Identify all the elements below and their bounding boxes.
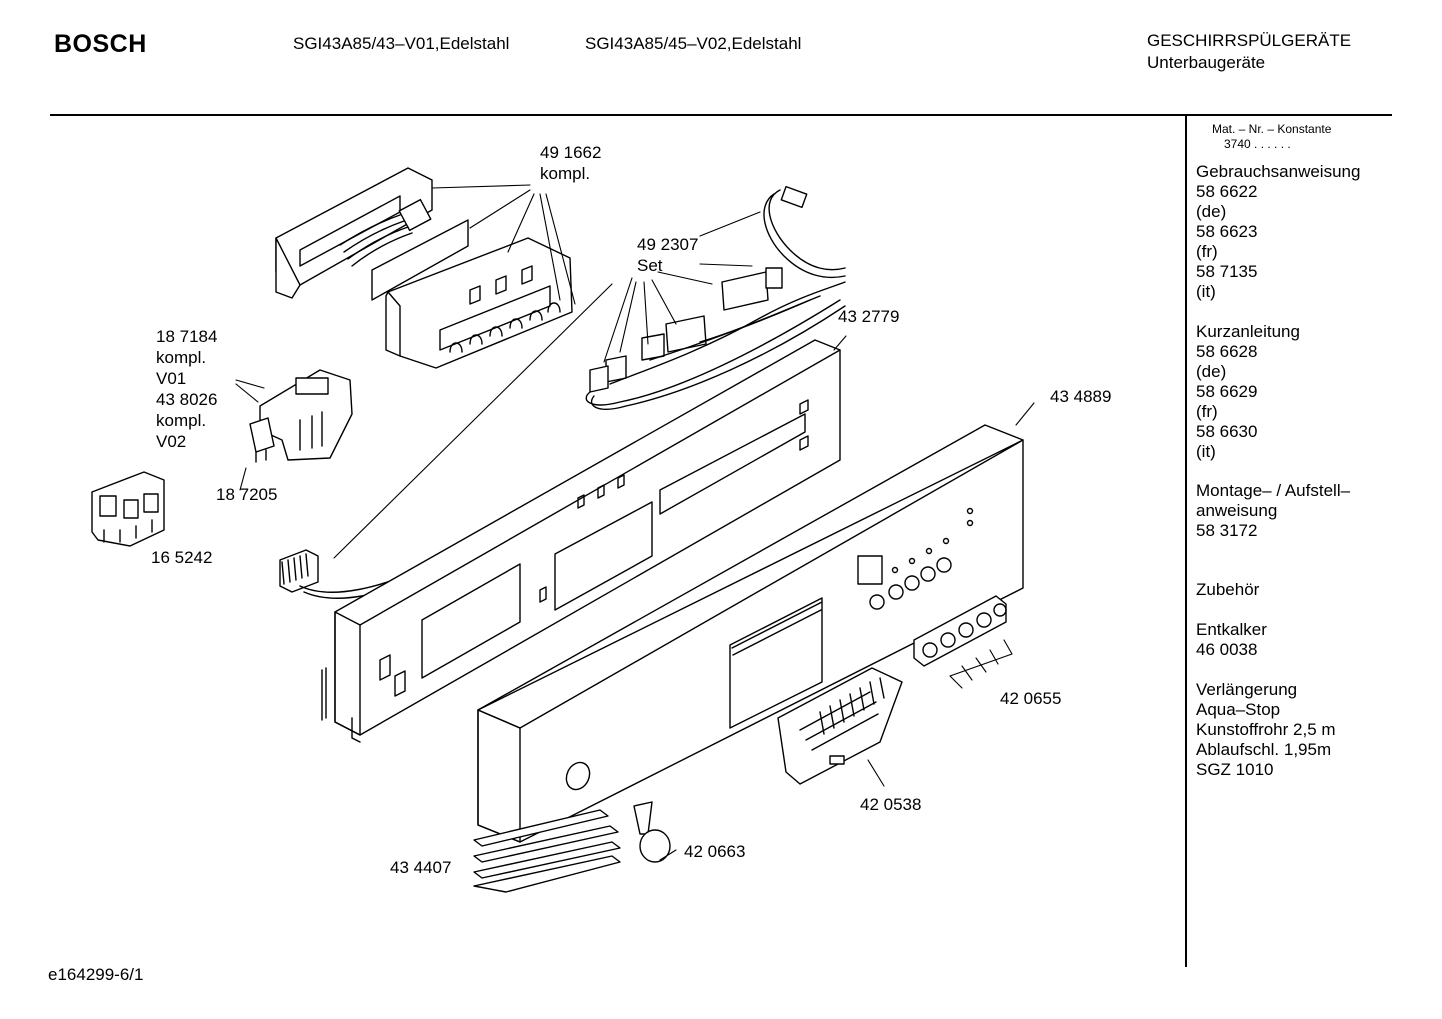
terminal-block-drawing (91, 471, 165, 547)
section-line: (it) (1196, 442, 1216, 461)
part-label-165242: 16 5242 (151, 548, 212, 567)
section-line: 58 6629 (1196, 382, 1258, 401)
subcategory-label: Unterbaugeräte (1147, 53, 1266, 72)
section-line: 58 6622 (1196, 182, 1258, 201)
header-divider (50, 114, 1392, 116)
part-number: 43 8026 (156, 390, 217, 409)
handle-cover-drawing (777, 667, 903, 785)
part-number: 49 1662 (540, 143, 601, 162)
sidebar-section-extension: Verlängerung Aqua–Stop Kunstoffrohr 2,5 … (1196, 680, 1336, 780)
section-line: Aqua–Stop (1196, 700, 1281, 719)
category-title: GESCHIRRSPÜLGERÄTE Unterbaugeräte (1147, 30, 1351, 74)
sidebar-section-accessories: Zubehör (1196, 580, 1259, 600)
part-label-491662: 49 1662 kompl. (540, 143, 606, 183)
section-line: (fr) (1196, 402, 1218, 421)
part-label-432779: 43 2779 (838, 307, 899, 326)
sidebar-section-descaler: Entkalker 46 0038 (1196, 620, 1267, 660)
sidebar-section-installation: Montage– / Aufstell– anweisung 58 3172 (1196, 481, 1350, 541)
leader-lines (235, 184, 1035, 861)
knob-lever-drawing (633, 801, 671, 863)
section-line: 58 6628 (1196, 342, 1258, 361)
sidebar-section-short-guide: Kurzanleitung 58 6628 (de) 58 6629 (fr) … (1196, 322, 1300, 462)
section-title: Kurzanleitung (1196, 322, 1300, 341)
section-title: Montage– / Aufstell– (1196, 481, 1351, 500)
bottom-strip-drawing (473, 809, 621, 893)
front-panel-drawing (477, 424, 1024, 843)
relay-assembly-drawing (249, 369, 353, 463)
section-title: Zubehör (1196, 580, 1260, 599)
panel-frame-drawing (321, 339, 841, 743)
part-note: V01 (156, 369, 186, 388)
category-label: GESCHIRRSPÜLGERÄTE (1147, 31, 1352, 50)
exploded-parts-diagram: 49 1662 kompl. 49 2307 Set 43 2779 43 48… (91, 143, 1111, 893)
material-number-value: 3740 . . . . . . (1224, 137, 1291, 151)
material-number-block: Mat. – Nr. – Konstante 3740 . . . . . . (1212, 122, 1331, 152)
sidebar-section-manual: Gebrauchsanweisung 58 6622 (de) 58 6623 … (1196, 162, 1360, 302)
section-line: (fr) (1196, 242, 1218, 261)
material-number-header: Mat. – Nr. – Konstante (1212, 122, 1332, 136)
part-label-492307: 49 2307 Set (637, 235, 703, 275)
section-line: 46 0038 (1196, 640, 1258, 659)
model-label-v02: SGI43A85/45–V02,Edelstahl (585, 34, 802, 53)
part-number: 18 7184 (156, 327, 217, 346)
knob-strip-drawing (913, 595, 1007, 667)
section-title: Gebrauchsanweisung (1196, 162, 1361, 181)
drawing-code: e164299-6/1 (48, 965, 144, 984)
section-line: 58 6630 (1196, 422, 1258, 441)
part-label-187205: 18 7205 (216, 485, 277, 504)
part-note: Set (637, 256, 663, 275)
part-note: kompl. (540, 164, 590, 183)
section-title: Verlängerung (1196, 680, 1298, 699)
part-note: kompl. (156, 348, 206, 367)
section-line: (de) (1196, 202, 1227, 221)
part-label-434407: 43 4407 (390, 858, 451, 877)
part-label-434889: 43 4889 (1050, 387, 1111, 406)
wiring-harness-drawing (279, 185, 846, 599)
section-title: Entkalker (1196, 620, 1267, 639)
section-line: Kunstoffrohr 2,5 m (1196, 720, 1336, 739)
section-line: SGZ 1010 (1196, 760, 1274, 779)
section-line: 58 6623 (1196, 222, 1258, 241)
part-label-420538: 42 0538 (860, 795, 921, 814)
part-note: kompl. (156, 411, 206, 430)
section-line: (de) (1196, 362, 1227, 381)
part-number: 49 2307 (637, 235, 698, 254)
model-label-v01: SGI43A85/43–V01,Edelstahl (293, 34, 510, 53)
section-line: (it) (1196, 282, 1216, 301)
section-line: Ablaufschl. 1,95m (1196, 740, 1332, 759)
part-label-420663: 42 0663 (684, 842, 745, 861)
section-line: anweisung (1196, 501, 1278, 520)
part-label-187184: 18 7184 kompl. V01 43 8026 kompl. V02 (156, 327, 222, 451)
part-note: V02 (156, 432, 186, 451)
electronic-module-drawing (275, 167, 573, 369)
section-line: 58 7135 (1196, 262, 1258, 281)
section-line: 58 3172 (1196, 521, 1258, 540)
brand-logo: BOSCH (54, 30, 147, 58)
sidebar-divider (1185, 116, 1187, 967)
part-label-420655: 42 0655 (1000, 689, 1061, 708)
